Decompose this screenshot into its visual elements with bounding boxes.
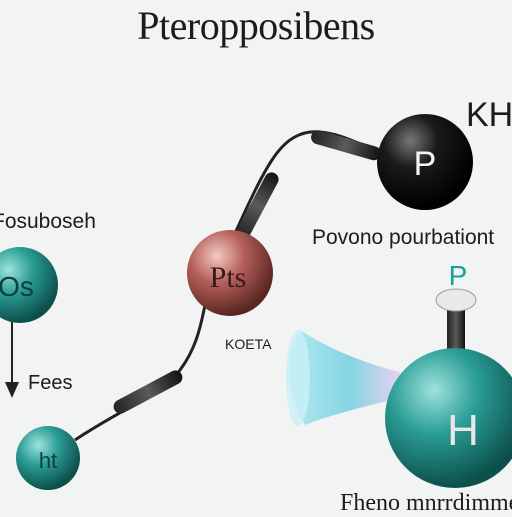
bond-connector-upper-right [311,130,381,161]
middle-caption: KOETA [225,336,272,352]
fees-caption: Fees [28,372,73,394]
atom-left-label: Os [0,271,34,302]
atom-left-teal [0,247,58,323]
atom-top-right-label: P [414,145,437,183]
bottom-caption: Fheno mnrrdimmer [340,490,512,516]
small-p-label: P [449,260,468,291]
atom-big-right-teal [385,348,512,488]
arrow-head [5,382,19,398]
atom-bottom-left-label: ht [39,448,57,473]
bond-stick-cap [435,288,477,312]
bond-connector-lower [113,370,183,414]
orbital-cone [289,330,400,425]
right-caption: Povono pourbationt [312,226,495,249]
atom-top-right-black [377,114,473,210]
atom-big-right-label: H [447,406,479,455]
left-caption: Fosuboseh [0,210,96,233]
corner-label: KH [466,96,512,134]
bond-connector-top [237,172,279,238]
atom-center-label: Pts [210,261,247,294]
atom-center-copper [187,230,273,316]
page-title: Pteropposibens [137,3,375,48]
atom-bottom-left-teal [16,426,80,490]
orbital-cone-rim [286,330,310,426]
bond-wire-bottom [74,304,207,442]
